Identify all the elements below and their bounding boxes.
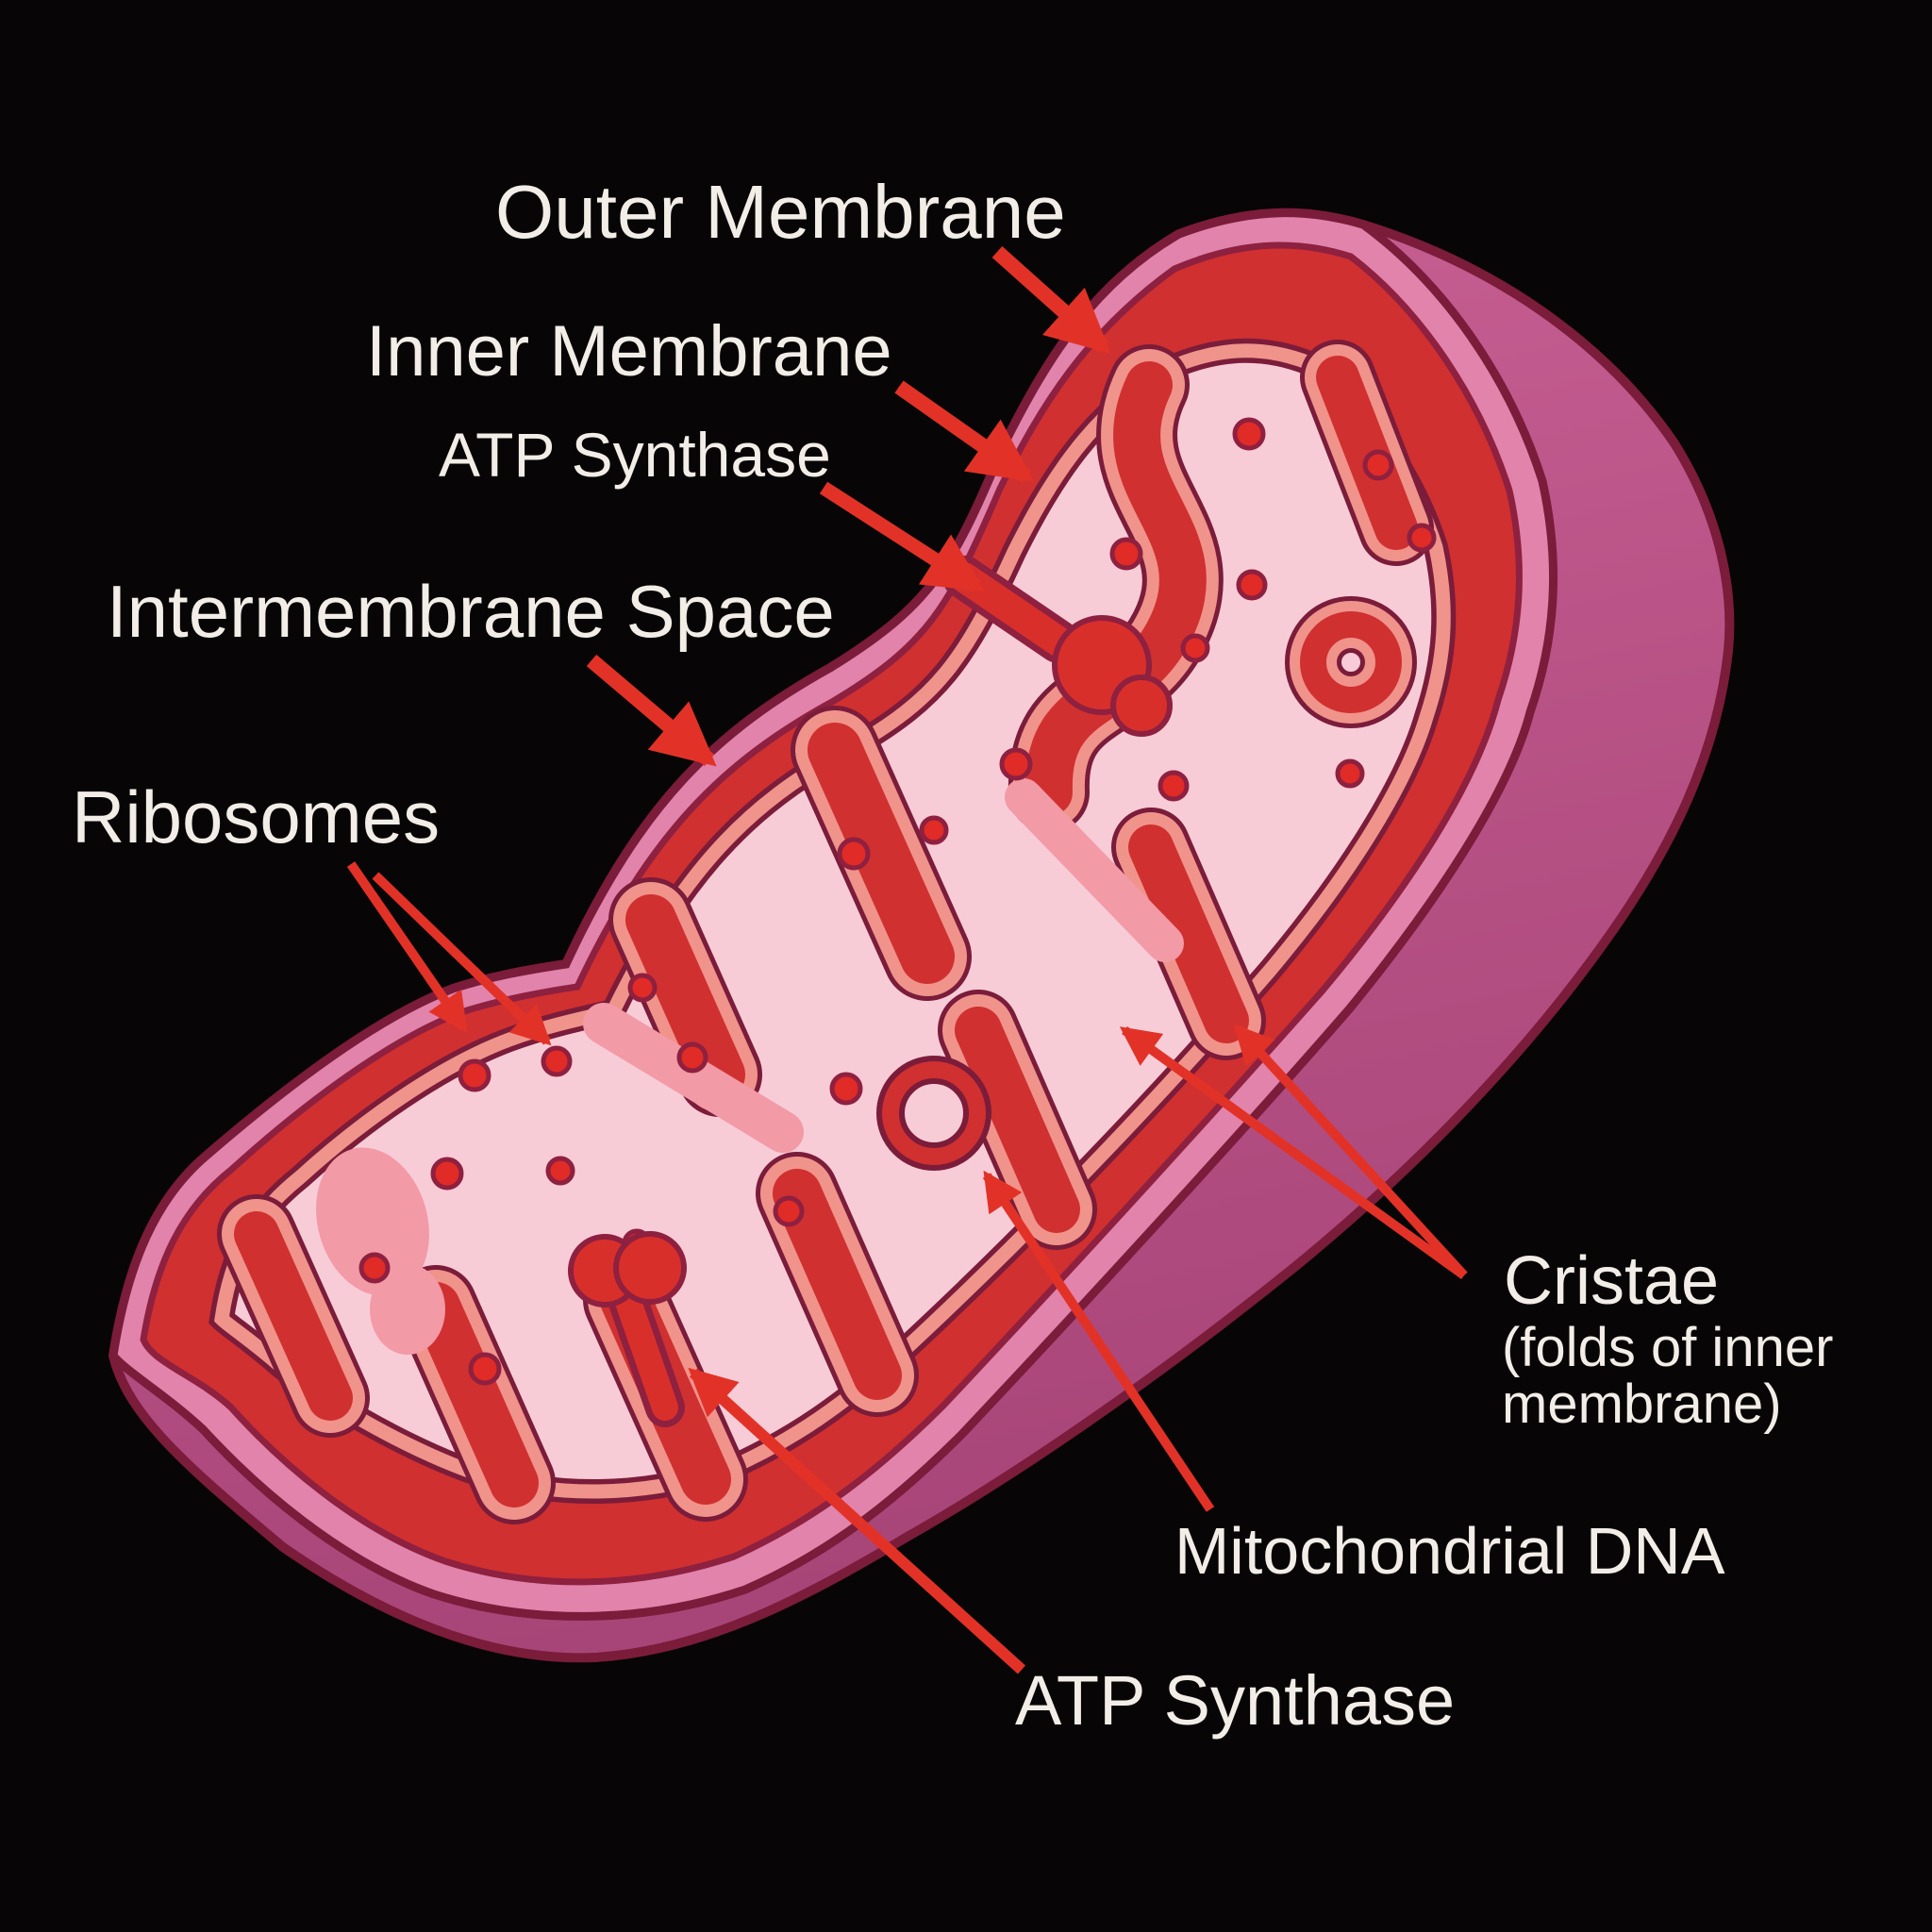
- inner-membrane-label: Inner Membrane: [366, 311, 892, 391]
- mitochondrial-dna-arrow: [982, 1170, 1215, 1512]
- crista-fold: [791, 706, 972, 1001]
- outer-membrane-arrow: [991, 246, 1111, 354]
- mitochondrion-illustration: [108, 208, 1735, 1663]
- crista-fold: [1111, 808, 1266, 1060]
- ribosome: [430, 1157, 464, 1191]
- crista-fold: [1300, 340, 1434, 566]
- ribosome: [1232, 417, 1266, 451]
- ribosome: [676, 1041, 708, 1074]
- ribosomes-dots: [358, 417, 1437, 1386]
- atp-synthase-head: [613, 1231, 687, 1305]
- crista-fold: [938, 990, 1097, 1250]
- matrix-granules: [316, 778, 1184, 1355]
- ribosomes-arrow-1: [346, 861, 469, 1034]
- ribosome: [545, 1156, 575, 1186]
- granule-rod: [1005, 778, 1184, 962]
- atp-synthase-bottom: [568, 1231, 687, 1427]
- cristae-note-line1: (folds of inner: [1502, 1317, 1833, 1378]
- ribosome: [1362, 449, 1394, 481]
- ribosome: [1180, 633, 1210, 663]
- ribosome: [1158, 770, 1190, 802]
- ribosome: [999, 747, 1033, 781]
- cristae-arrow-1: [1119, 1025, 1467, 1280]
- crista-fold: [217, 1194, 370, 1438]
- ribosome: [458, 1058, 491, 1092]
- ribosome: [627, 973, 658, 1003]
- cristae-note-line2: membrane): [1502, 1374, 1782, 1435]
- annotation-arrows: [346, 246, 1468, 1674]
- ribosomes-label: Ribosomes: [72, 775, 440, 858]
- intermembrane-space-label: Intermembrane Space: [107, 570, 835, 653]
- ribosome: [468, 1352, 502, 1386]
- granule-rod: [583, 1003, 804, 1153]
- atp-synthase-bottom-arrow: [688, 1367, 1026, 1674]
- crista-fold: [608, 877, 762, 1117]
- ribosomes-arrow-2: [372, 872, 552, 1046]
- ribosome: [837, 837, 871, 871]
- ribosome: [919, 815, 949, 845]
- ribosome: [1335, 758, 1365, 789]
- ribosome: [773, 1195, 805, 1227]
- crista-fold-loop: [1285, 596, 1417, 728]
- ribosome: [358, 1252, 391, 1284]
- outer-membrane-label: Outer Membrane: [495, 170, 1066, 254]
- atp-synthase-top-label: ATP Synthase: [439, 420, 831, 490]
- intermembrane-space-arrow: [586, 654, 717, 767]
- granule-blob: [370, 1264, 445, 1355]
- ribosome: [1109, 537, 1143, 571]
- crista-fold: [756, 1152, 919, 1417]
- crista-fold-s-curve: [1008, 344, 1224, 833]
- atp-synthase-top-arrow: [819, 481, 985, 593]
- atp-synthase-bottom-label: ATP Synthase: [1015, 1661, 1455, 1740]
- ribosome: [1407, 523, 1437, 553]
- inner-membrane-arrow: [894, 380, 1035, 483]
- granule-blob: [316, 1147, 429, 1296]
- annotation-labels: Outer Membrane Inner Membrane ATP Syntha…: [72, 170, 1833, 1740]
- cristae-label: Cristae: [1504, 1243, 1719, 1319]
- mitochondrial-dna-ring: [876, 1056, 991, 1171]
- ribosome: [541, 1045, 573, 1077]
- atp-synthase-knob: [1110, 675, 1173, 737]
- mitochondrial-dna-label: Mitochondrial DNA: [1174, 1514, 1725, 1588]
- cristae-arrow-2: [1233, 1024, 1468, 1279]
- ribosome: [829, 1072, 863, 1106]
- ribosome: [1236, 569, 1268, 601]
- crista-fold: [394, 1265, 556, 1524]
